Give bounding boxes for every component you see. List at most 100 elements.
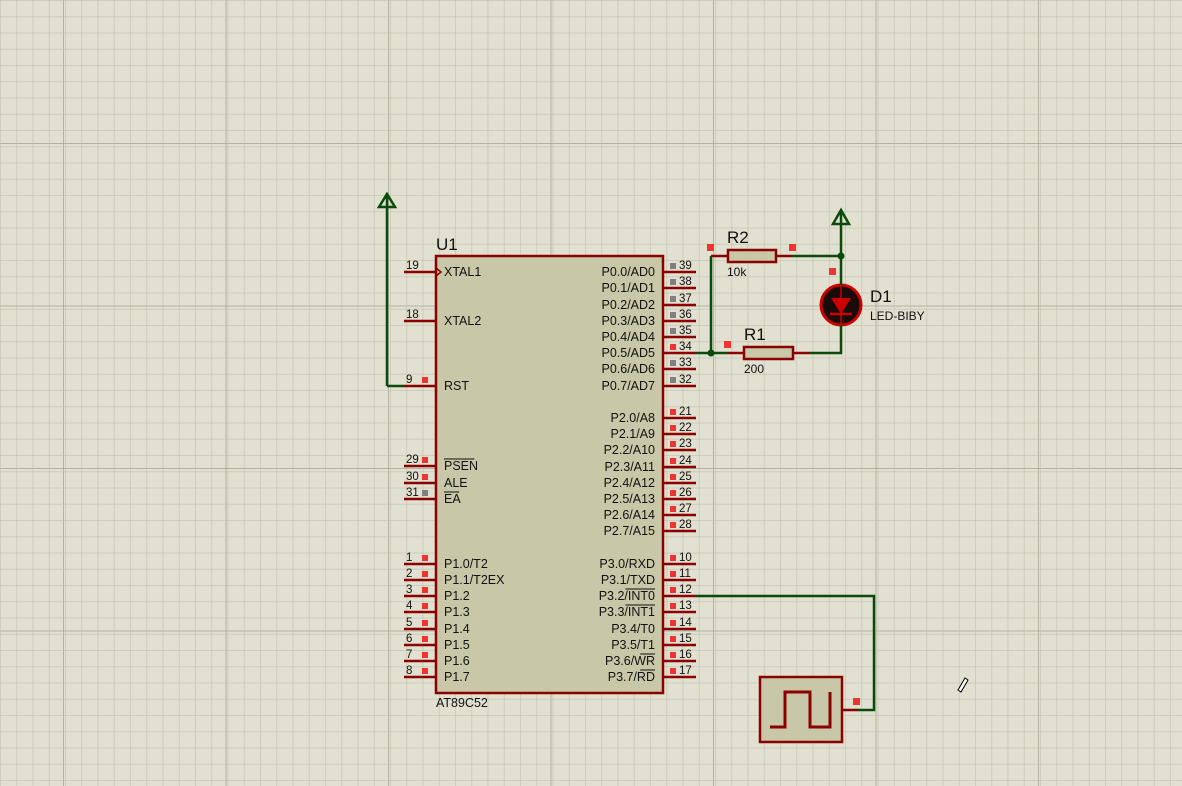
pin-marker <box>670 312 676 318</box>
pin-name: P3.6/WR <box>605 654 655 668</box>
resistor-r1[interactable]: R1 200 <box>724 325 809 376</box>
chip-part-label: AT89C52 <box>436 696 488 710</box>
pin-marker <box>670 458 676 464</box>
pin-name: P2.0/A8 <box>611 411 656 425</box>
chip-pin-21[interactable]: 21 P2.0/A8 <box>611 406 696 425</box>
led-d1[interactable]: D1 LED-BIBY <box>819 268 925 327</box>
resistor-r2[interactable]: R2 10k <box>707 228 796 279</box>
power-terminal-rst[interactable] <box>376 191 404 388</box>
chip-body[interactable] <box>434 254 665 695</box>
pin-marker <box>670 668 676 674</box>
pin-name: P1.3 <box>444 605 470 619</box>
chip-pin-23[interactable]: 23 P2.2/A10 <box>604 438 696 457</box>
pin-name: P0.3/AD3 <box>601 314 655 328</box>
clock-pin-marker <box>853 698 860 705</box>
pin-number: 22 <box>679 422 692 434</box>
pin-name: P1.5 <box>444 638 470 652</box>
pin-marker <box>670 555 676 561</box>
clock-body[interactable] <box>758 675 844 744</box>
led-circuit-wires[interactable] <box>696 252 845 357</box>
chip-pin-8[interactable]: 8 P1.7 <box>404 665 470 684</box>
pin-marker <box>422 652 428 658</box>
pin-number: 11 <box>679 568 691 580</box>
clock-generator[interactable] <box>696 594 876 744</box>
pin-name: P2.2/A10 <box>604 443 655 457</box>
wire-r2-r1[interactable] <box>709 256 728 355</box>
pin-marker <box>422 474 428 480</box>
chip-pin-38[interactable]: 38 P0.1/AD1 <box>601 276 696 295</box>
wire-int0-clock[interactable] <box>696 594 876 712</box>
pin-marker <box>670 652 676 658</box>
pin-name: P3.0/RXD <box>599 557 655 571</box>
power-arrow-icon <box>376 191 398 209</box>
pin-number: 3 <box>406 584 412 596</box>
pin-name: P1.6 <box>444 654 470 668</box>
pin-number: 23 <box>679 438 692 450</box>
pin-marker <box>422 636 428 642</box>
chip-pin-11[interactable]: 11 P3.1/TXD <box>601 568 696 587</box>
pin-name: P0.1/AD1 <box>601 281 655 295</box>
pin-name: P1.7 <box>444 670 470 684</box>
pin-marker <box>670 344 676 350</box>
pin-name: P3.5/T1 <box>611 638 655 652</box>
pin-marker <box>422 668 428 674</box>
pin-name: P3.1/TXD <box>601 573 655 587</box>
pin-number: 38 <box>679 276 692 288</box>
r2-body[interactable] <box>726 248 778 264</box>
power-terminal-led[interactable] <box>830 207 852 256</box>
pin-number: 8 <box>406 665 412 677</box>
pin-marker <box>422 555 428 561</box>
pin-number: 27 <box>679 503 692 515</box>
pin-marker <box>670 263 676 269</box>
pin-name: P3.7/RD <box>608 670 655 684</box>
square-wave-icon <box>770 690 832 729</box>
wire-led-r1[interactable] <box>809 325 843 355</box>
r1-body[interactable] <box>742 345 795 361</box>
pin-marker <box>670 571 676 577</box>
chip-ref-label: U1 <box>436 235 458 254</box>
pin-number: 21 <box>679 406 692 418</box>
pin-marker <box>670 360 676 366</box>
pin-marker <box>670 279 676 285</box>
pin-name: P1.4 <box>444 622 470 636</box>
pin-marker <box>670 474 676 480</box>
pin-number: 26 <box>679 487 692 499</box>
pin-name: P0.5/AD5 <box>601 346 655 360</box>
